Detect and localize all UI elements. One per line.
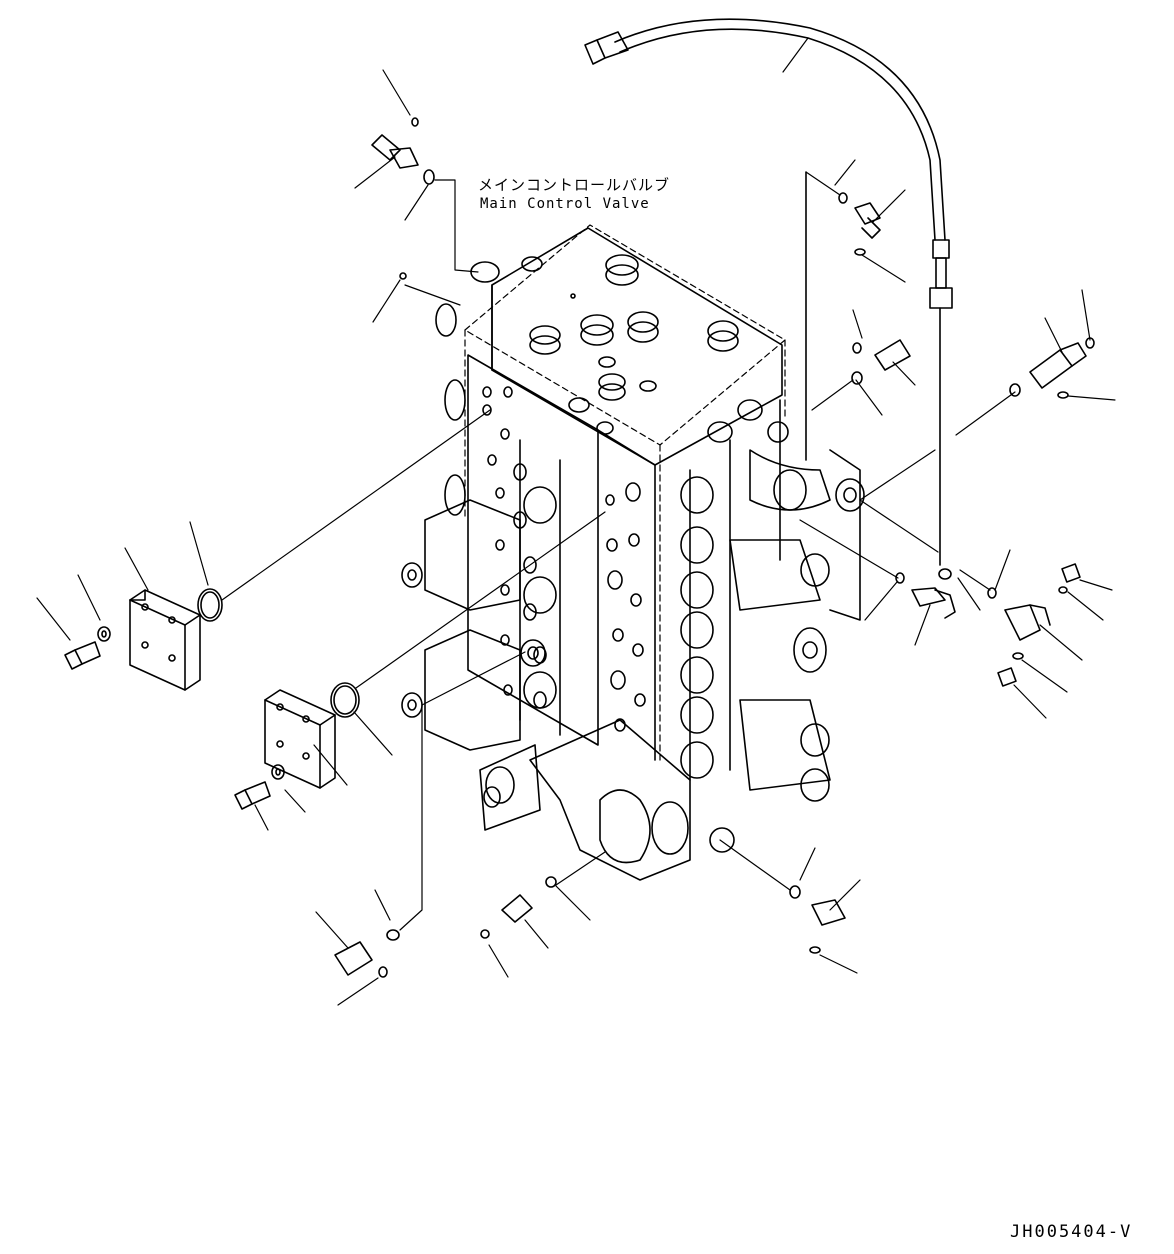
fitting-right-cluster [997, 563, 1081, 687]
cover-plate-lower [264, 689, 336, 789]
leader-lines [36, 37, 1116, 1006]
o-ring-small-1 [399, 272, 407, 280]
fitting-bottom-center [480, 876, 557, 939]
fitting-upper-right-1 [838, 192, 881, 256]
fitting-upper-right-2 [851, 339, 911, 385]
fitting-right-elbow [895, 568, 997, 619]
hose-end-fitting-bottom [932, 239, 950, 259]
top-plugs [521, 254, 739, 435]
hydraulic-hose [584, 18, 953, 566]
o-ring-large-upper [197, 588, 223, 622]
hose-end-fitting-top [584, 39, 606, 65]
bolt-upper [64, 641, 101, 670]
fitting-top-left [371, 117, 435, 185]
left-valve-sections [401, 261, 557, 808]
fitting-bottom-right [789, 885, 846, 954]
port-holes-front-face [605, 482, 646, 732]
right-spool-caps [651, 399, 865, 855]
component-label-japanese: メインコントロールバルブ [478, 176, 671, 194]
port-holes-left-face [482, 386, 547, 709]
bolt-lower [234, 781, 271, 810]
washer-lower [271, 764, 285, 780]
component-label-english: Main Control Valve [480, 196, 650, 212]
main-control-valve-body [401, 224, 865, 881]
fitting-bottom-left [334, 929, 400, 978]
fitting-far-right [1009, 337, 1095, 399]
cover-plate-upper [129, 589, 201, 691]
washer-upper [97, 626, 111, 642]
drawing-id: JH005404-V [1010, 1222, 1133, 1242]
o-ring-large-lower [330, 682, 360, 718]
